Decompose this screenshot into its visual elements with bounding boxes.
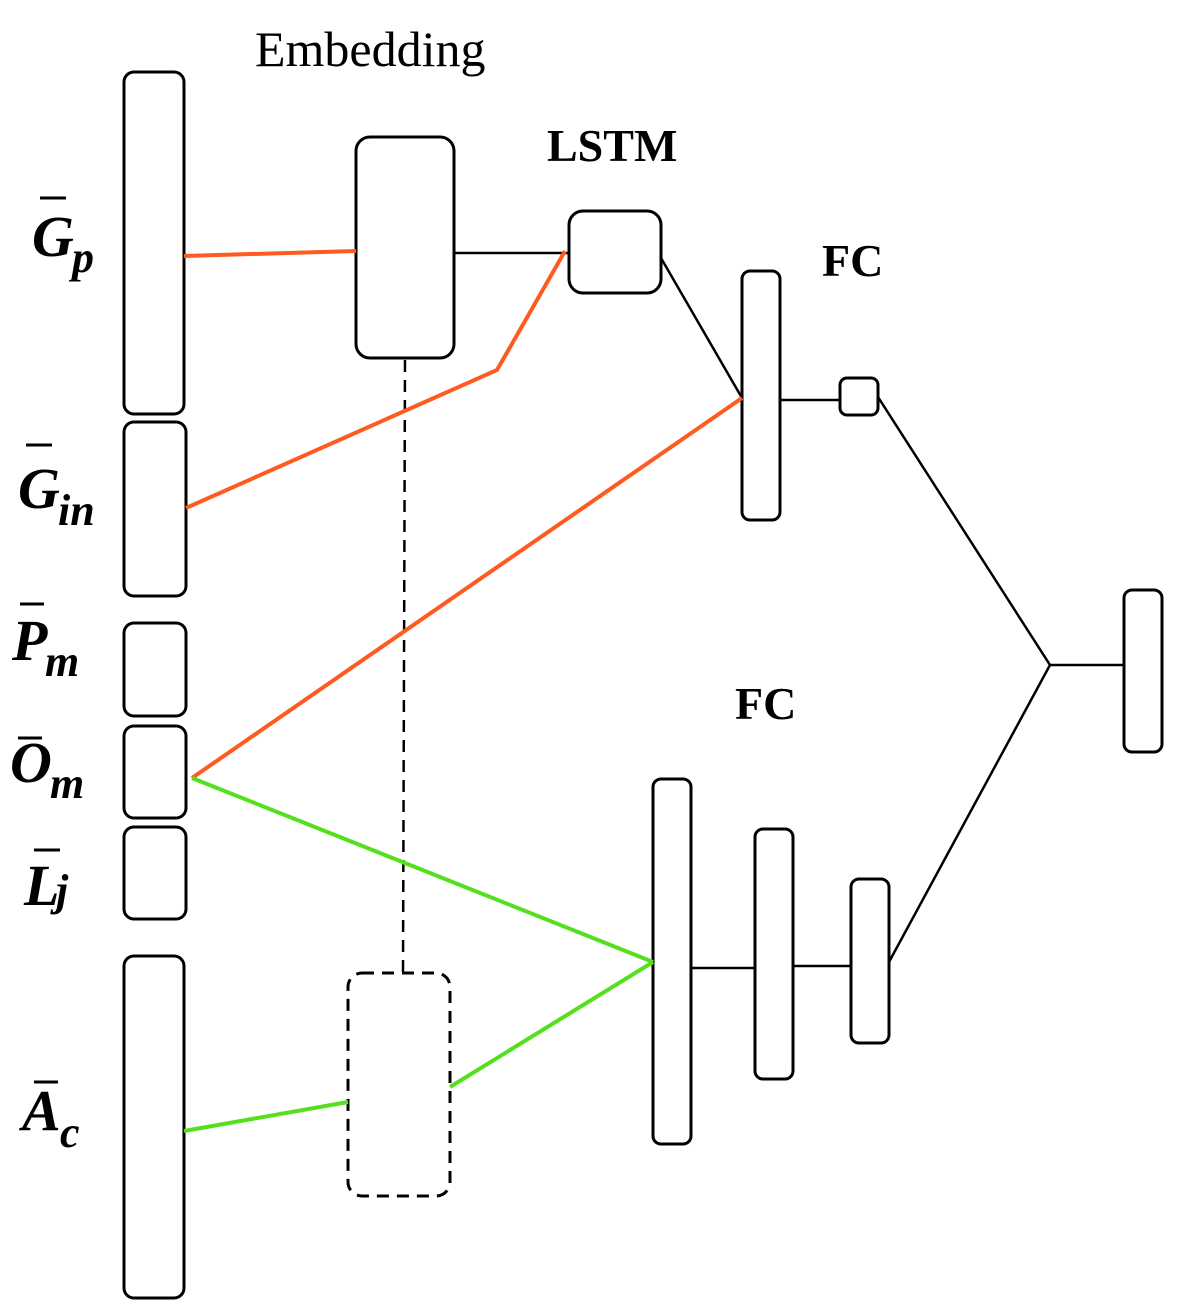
fc-top-label: FC [822, 235, 883, 286]
svg-text:G: G [32, 204, 74, 269]
svg-text:in: in [58, 486, 95, 535]
fc-bottom-bar-3 [849, 877, 891, 1045]
fc-top-to-final-link [876, 396, 1124, 667]
lstm-label: LSTM [547, 120, 677, 171]
input-box-gp [122, 70, 186, 416]
embedding-title: Embedding [255, 21, 486, 77]
fc-top-output [838, 376, 880, 417]
svg-text:P: P [11, 608, 48, 673]
input-box-ac [122, 954, 186, 1300]
gin-to-lstm-link [185, 250, 567, 510]
svg-text:G: G [18, 456, 60, 521]
fc-bottom-bar-2 [753, 827, 795, 1081]
fc-bottom-label: FC [735, 678, 796, 729]
fc-bottom-bar-1 [651, 777, 693, 1146]
input-box-om [122, 724, 188, 820]
label-lj: L j [23, 848, 69, 918]
output-bar [1122, 588, 1164, 754]
om-to-fc-top-link [190, 396, 744, 780]
label-pm: P m [11, 602, 79, 686]
fc-bottom-to-final-link [887, 664, 1052, 963]
input-box-lj [122, 825, 188, 921]
svg-text:p: p [68, 233, 94, 282]
ac-to-embedding-link [183, 1100, 349, 1133]
label-gp: G p [32, 196, 94, 282]
label-om: O m [10, 730, 84, 808]
lstm-box [567, 209, 663, 295]
svg-text:m: m [50, 759, 84, 808]
svg-text:m: m [45, 637, 79, 686]
svg-text:c: c [60, 1108, 80, 1157]
fc-top-bar [740, 269, 782, 522]
label-ac: A c [19, 1078, 80, 1157]
embedding-box [354, 135, 456, 360]
gp-to-embedding-link [183, 249, 357, 258]
lstm-to-fc-link [659, 257, 744, 399]
input-box-pm [122, 621, 188, 718]
svg-text:L: L [23, 853, 59, 918]
input-box-gin [122, 420, 188, 598]
label-gin: G in [18, 443, 95, 535]
embedding-shared-link [401, 359, 407, 973]
svg-text:A: A [19, 1078, 61, 1143]
embedding-box-dashed [346, 971, 452, 1198]
om-to-fc-bottom-link [191, 776, 654, 964]
embedding-to-fc-bottom-link [448, 960, 655, 1089]
svg-text:O: O [10, 730, 52, 795]
